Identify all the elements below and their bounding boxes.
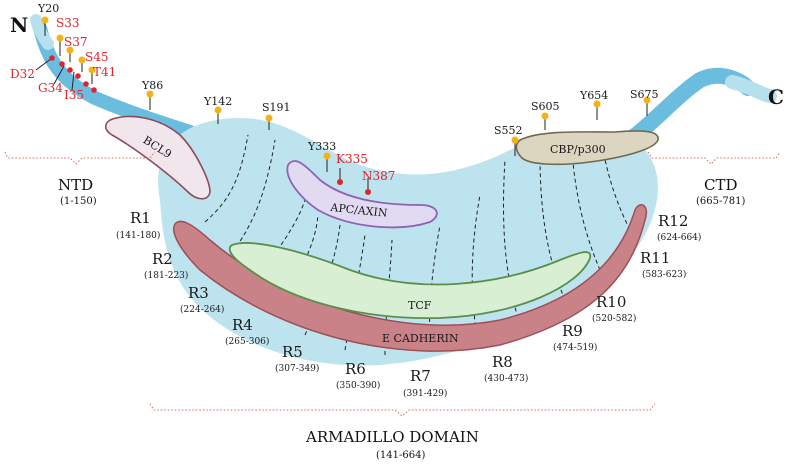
repeat-range-r10: (520-582) xyxy=(592,313,636,324)
n-terminal-tail xyxy=(33,21,197,139)
pin-head-red xyxy=(337,179,343,185)
cbp-p300-label: CBP/p300 xyxy=(550,143,606,156)
site-y654: Y654 xyxy=(579,89,608,102)
cbp-p300-shape xyxy=(515,130,659,166)
pin-head xyxy=(323,152,331,160)
repeat-divider xyxy=(602,149,631,231)
site-d32: D32 xyxy=(10,67,35,81)
pin-head xyxy=(41,16,49,24)
ntd-range: (1-150) xyxy=(60,196,97,207)
armadillo-label: ARMADILLO DOMAIN xyxy=(305,428,479,446)
repeat-range-r4: (265-306) xyxy=(225,336,269,347)
site-y86: Y86 xyxy=(141,79,163,92)
c-terminal-label: C xyxy=(768,85,784,109)
pin-head xyxy=(88,66,96,74)
site-pin-heads xyxy=(41,16,651,195)
site-s552: S552 xyxy=(494,124,523,137)
repeat-label-r5: R5 xyxy=(282,343,303,361)
repeat-range-r9: (474-519) xyxy=(553,342,597,353)
repeat-label-r3: R3 xyxy=(188,284,209,302)
pin-head-red xyxy=(365,189,371,195)
repeat-label-r11: R11 xyxy=(640,249,670,267)
site-y333: Y333 xyxy=(307,140,336,153)
bcl9-shape xyxy=(104,115,211,200)
red-site-dot xyxy=(49,55,55,61)
pin-head xyxy=(56,34,64,42)
ntd-label: NTD xyxy=(58,176,93,194)
n-terminal-tail-tip xyxy=(30,14,54,50)
site-s191: S191 xyxy=(262,101,291,114)
site-k335: K335 xyxy=(336,152,368,166)
ctd-range: (665-781) xyxy=(696,196,745,207)
c-terminal-tail-tip xyxy=(725,75,777,103)
site-n387: N387 xyxy=(362,169,395,183)
ntd-bracket xyxy=(4,151,156,165)
repeat-label-r4: R4 xyxy=(232,316,253,334)
repeat-range-r11: (583-623) xyxy=(642,269,686,280)
ecadherin-label: E CADHERIN xyxy=(382,332,459,345)
tcf-label: TCF xyxy=(408,299,432,312)
red-site-dot xyxy=(91,87,97,93)
repeat-label-r12: R12 xyxy=(658,212,688,230)
repeat-divider xyxy=(571,149,601,271)
site-s37: S37 xyxy=(64,35,88,49)
repeat-label-r9: R9 xyxy=(562,322,583,340)
repeat-label-r8: R8 xyxy=(492,353,513,371)
red-site-dot xyxy=(67,67,73,73)
tcf-band xyxy=(228,242,592,320)
ctd-bracket xyxy=(647,151,781,165)
site-s33: S33 xyxy=(56,16,80,30)
repeat-label-r7: R7 xyxy=(410,367,431,385)
pin-head xyxy=(265,114,273,122)
repeat-range-r6: (350-390) xyxy=(336,380,380,391)
pin-head xyxy=(146,90,154,98)
pin-head xyxy=(541,112,549,120)
domain-brackets xyxy=(4,151,781,417)
pin-stem xyxy=(71,71,75,91)
armadillo-range: (141-664) xyxy=(376,450,425,461)
site-y142: Y142 xyxy=(203,95,232,108)
red-site-dot xyxy=(83,81,89,87)
pin-head xyxy=(643,96,651,104)
site-t41: T41 xyxy=(93,65,116,79)
red-site-dot xyxy=(75,73,81,79)
repeat-range-r12: (624-664) xyxy=(657,232,701,243)
pin-head xyxy=(214,106,222,114)
repeat-range-r1: (141-180) xyxy=(116,230,160,241)
pin-head xyxy=(66,46,74,54)
pin-head xyxy=(511,136,519,144)
pin-stem xyxy=(53,65,65,85)
repeat-label-r6: R6 xyxy=(345,360,366,378)
site-g34: G34 xyxy=(38,81,63,95)
pin-stem xyxy=(35,57,53,71)
repeat-label-r1: R1 xyxy=(130,209,151,227)
repeat-range-r5: (307-349) xyxy=(275,363,319,374)
repeat-label-r2: R2 xyxy=(152,250,173,268)
apc-axin-label: APC/AXIN xyxy=(329,201,389,220)
site-s675: S675 xyxy=(630,88,659,101)
repeat-range-r7: (391-429) xyxy=(403,388,447,399)
repeat-range-r8: (430-473) xyxy=(484,373,528,384)
repeat-range-r2: (181-223) xyxy=(144,270,188,281)
repeat-divider xyxy=(344,234,366,351)
ctd-label: CTD xyxy=(704,176,738,194)
site-s45: S45 xyxy=(85,50,109,64)
apc-axin-shape xyxy=(286,160,438,229)
site-i35: I35 xyxy=(64,88,84,102)
repeat-divider xyxy=(204,134,249,223)
repeat-label-r10: R10 xyxy=(596,293,626,311)
armadillo-bracket xyxy=(149,403,656,417)
repeat-divider xyxy=(503,159,521,326)
pin-head xyxy=(78,56,86,64)
repeat-range-r3: (224-264) xyxy=(180,304,224,315)
pin-head xyxy=(593,100,601,108)
n-terminal-label: N xyxy=(10,13,28,37)
site-s605: S605 xyxy=(531,100,560,113)
red-site-dot xyxy=(59,61,65,67)
site-y20: Y20 xyxy=(37,2,59,15)
